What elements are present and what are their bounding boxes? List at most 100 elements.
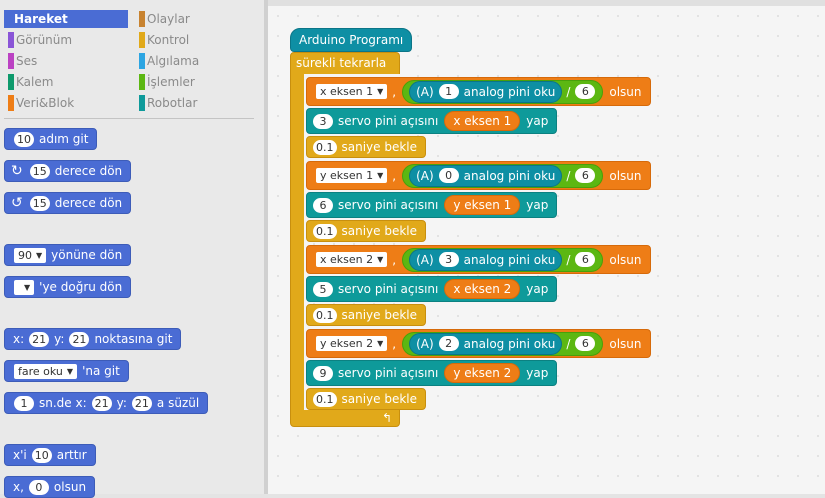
category-algilama[interactable]: Algılama (135, 52, 259, 70)
servo-angle-block[interactable]: 9 servo pini açısını y eksen 2 yap (306, 360, 558, 386)
wait-input[interactable]: 0.1 (313, 307, 337, 323)
x-input[interactable]: 21 (91, 395, 112, 411)
target-value: fare oku (18, 364, 63, 378)
steps-input[interactable]: 10 (14, 131, 34, 147)
wait-input[interactable]: 0.1 (313, 391, 337, 407)
variable-dropdown[interactable]: x eksen 2▼ (316, 252, 388, 267)
block-label: yap (526, 114, 549, 128)
y-input[interactable]: 21 (131, 395, 152, 411)
degrees-input[interactable]: 15 (29, 195, 50, 211)
wait-block[interactable]: 0.1 saniye bekle (306, 220, 427, 242)
analog-read-block[interactable]: (A) 3 analog pini oku (409, 248, 563, 271)
category-robotlar[interactable]: Robotlar (135, 94, 259, 112)
servo-pin-input[interactable]: 6 (313, 197, 333, 213)
set-variable-block[interactable]: y eksen 2▼ , (A) 2 analog pini oku / 6 o… (306, 329, 651, 358)
analog-read-block[interactable]: (A) 1 analog pini oku (409, 80, 563, 103)
category-label: Olaylar (147, 12, 190, 26)
category-divider (4, 118, 254, 119)
block-label: derece dön (54, 196, 123, 210)
servo-pin-input[interactable]: 9 (313, 365, 333, 381)
change-x-block[interactable]: x'i 10 arttır (4, 444, 96, 466)
category-kalem[interactable]: Kalem (4, 73, 128, 91)
category-label: Algılama (147, 54, 200, 68)
divisor-input[interactable]: 6 (575, 84, 596, 99)
category-color-bar (139, 74, 145, 90)
divisor-input[interactable]: 6 (575, 168, 596, 183)
block-label: olsun (609, 84, 642, 99)
divide-operator-block[interactable]: (A) 2 analog pini oku / 6 (402, 331, 604, 356)
block-label: saniye bekle (341, 140, 418, 154)
wait-block[interactable]: 0.1 saniye bekle (306, 388, 427, 410)
wait-input[interactable]: 0.1 (313, 139, 337, 155)
point-towards-block[interactable]: ▼ 'ye doğru dön (4, 276, 132, 298)
variable-reporter[interactable]: x eksen 1 (444, 111, 521, 131)
set-x-block[interactable]: x, 0 olsun (4, 476, 96, 498)
variable-dropdown[interactable]: x eksen 1▼ (316, 84, 388, 99)
move-steps-block[interactable]: 10 adım git (4, 128, 98, 150)
category-label: İşlemler (147, 75, 195, 89)
pin-input[interactable]: 2 (438, 336, 459, 351)
pin-input[interactable]: 1 (438, 84, 459, 99)
divide-operator-block[interactable]: (A) 0 analog pini oku / 6 (402, 163, 604, 188)
amount-input[interactable]: 10 (31, 447, 52, 463)
set-variable-block[interactable]: x eksen 2▼ , (A) 3 analog pini oku / 6 o… (306, 245, 651, 274)
turn-left-block[interactable]: ↺ 15 derece dön (4, 192, 132, 214)
analog-read-block[interactable]: (A) 2 analog pini oku (409, 332, 563, 355)
panel-splitter[interactable] (264, 0, 268, 494)
variable-name: x eksen 1 (320, 85, 374, 98)
x-input[interactable]: 21 (29, 331, 50, 347)
target-dropdown[interactable]: fare oku▼ (14, 363, 78, 379)
variable-reporter[interactable]: y eksen 1 (444, 195, 521, 215)
variable-name: x eksen 2 (320, 253, 374, 266)
category-olaylar[interactable]: Olaylar (135, 10, 259, 28)
category-veri-blok[interactable]: Veri&Blok (4, 94, 128, 112)
divide-operator-block[interactable]: (A) 3 analog pini oku / 6 (402, 247, 604, 272)
servo-angle-block[interactable]: 6 servo pini açısını y eksen 1 yap (306, 192, 558, 218)
arduino-program-hat-block[interactable]: Arduino Programı (290, 28, 413, 52)
servo-angle-block[interactable]: 5 servo pini açısını x eksen 2 yap (306, 276, 558, 302)
category-ses[interactable]: Ses (4, 52, 128, 70)
pin-input[interactable]: 3 (438, 252, 459, 267)
value-input[interactable]: 0 (28, 479, 49, 495)
y-input[interactable]: 21 (69, 331, 90, 347)
category-menu: Hareket Görünüm Ses Kalem Veri&Blok Olay… (0, 0, 264, 118)
comma-label: , (392, 252, 397, 267)
wait-block[interactable]: 0.1 saniye bekle (306, 136, 427, 158)
wait-input[interactable]: 0.1 (313, 223, 337, 239)
variable-reporter[interactable]: x eksen 2 (444, 279, 521, 299)
divisor-input[interactable]: 6 (575, 336, 596, 351)
target-dropdown[interactable]: ▼ (14, 279, 35, 295)
goto-target-block[interactable]: fare oku▼ 'na git (4, 360, 129, 382)
category-islemler[interactable]: İşlemler (135, 73, 259, 91)
block-label: yap (526, 366, 549, 380)
analog-read-block[interactable]: (A) 0 analog pini oku (409, 164, 563, 187)
block-label: saniye bekle (341, 224, 418, 238)
set-variable-block[interactable]: y eksen 1▼ , (A) 0 analog pini oku / 6 o… (306, 161, 651, 190)
servo-pin-input[interactable]: 5 (313, 281, 333, 297)
set-variable-block[interactable]: x eksen 1▼ , (A) 1 analog pini oku / 6 o… (306, 77, 651, 106)
category-color-bar (139, 95, 145, 111)
glide-block[interactable]: 1 sn.de x: 21 y: 21 a süzül (4, 392, 209, 414)
turn-right-block[interactable]: ↻ 15 derece dön (4, 160, 132, 182)
category-gorunum[interactable]: Görünüm (4, 31, 128, 49)
variable-dropdown[interactable]: y eksen 2▼ (316, 336, 388, 351)
divide-operator-block[interactable]: (A) 1 analog pini oku / 6 (402, 79, 604, 104)
servo-angle-block[interactable]: 3 servo pini açısını x eksen 1 yap (306, 108, 558, 134)
category-kontrol[interactable]: Kontrol (135, 31, 259, 49)
variable-dropdown[interactable]: y eksen 1▼ (316, 168, 388, 183)
wait-block[interactable]: 0.1 saniye bekle (306, 304, 427, 326)
comma-label: , (392, 84, 397, 99)
divisor-input[interactable]: 6 (575, 252, 596, 267)
degrees-input[interactable]: 15 (29, 163, 50, 179)
pin-input[interactable]: 0 (438, 168, 459, 183)
block-label: sn.de x: (39, 396, 87, 410)
direction-dropdown[interactable]: 90▼ (14, 247, 47, 263)
category-hareket[interactable]: Hareket (4, 10, 128, 28)
seconds-input[interactable]: 1 (14, 395, 34, 411)
point-direction-block[interactable]: 90▼ yönüne dön (4, 244, 132, 266)
servo-pin-input[interactable]: 3 (313, 113, 333, 129)
variable-reporter[interactable]: y eksen 2 (444, 363, 521, 383)
canvas-top-edge (268, 0, 825, 6)
block-label: servo pini açısını (338, 282, 439, 296)
goto-xy-block[interactable]: x: 21 y: 21 noktasına git (4, 328, 182, 350)
